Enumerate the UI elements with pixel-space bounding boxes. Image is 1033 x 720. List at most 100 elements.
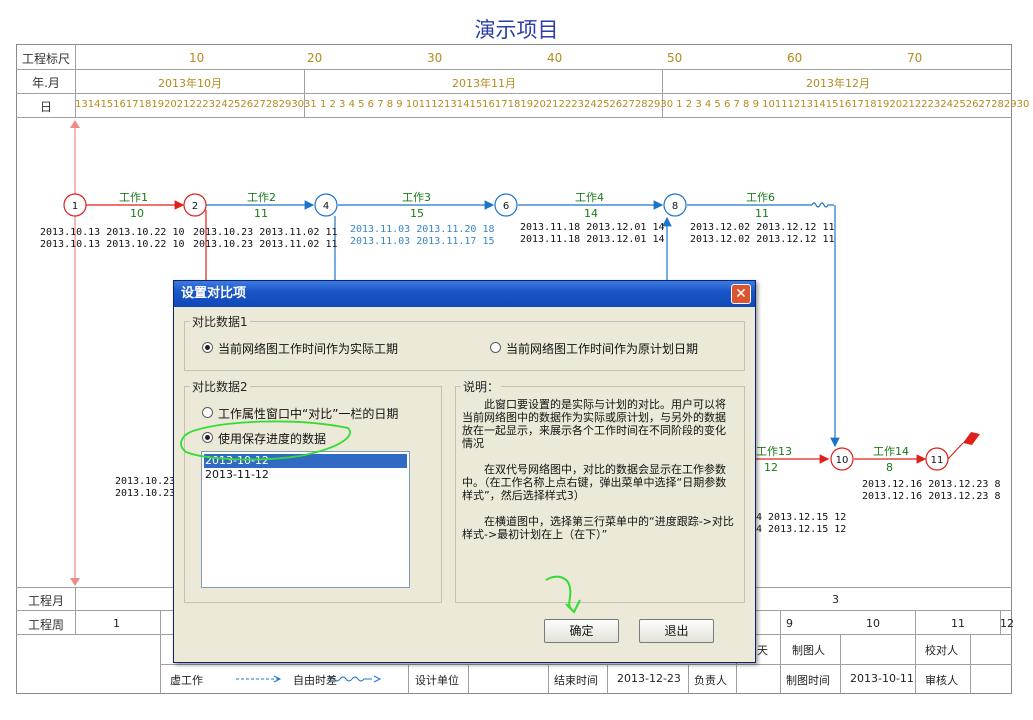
divider [16, 117, 1012, 118]
divider [915, 611, 916, 694]
node-8[interactable]: 8 [663, 193, 687, 217]
reviewer-label: 审核人 [925, 674, 958, 687]
divider [468, 664, 469, 694]
desc-paragraph: 此窗口要设置的是实际与计划的对比。用户可以将当前网络图中的数据作为实际或原计划，… [462, 398, 726, 450]
scale-tick: 10 [189, 51, 205, 65]
finish-flag-icon [963, 432, 980, 445]
divider [840, 634, 841, 694]
task-duration: 12 [764, 461, 778, 474]
saved-progress-list[interactable]: 2013-10-12 2013-11-12 [201, 451, 410, 588]
radio-property-compare[interactable] [202, 407, 213, 418]
task-duration: 10 [130, 207, 144, 220]
node-4[interactable]: 4 [314, 193, 338, 217]
annotation-checkmark [545, 575, 581, 614]
divider [408, 664, 409, 694]
list-item[interactable]: 2013-11-12 [205, 468, 269, 481]
group-compare-data-2 [184, 386, 442, 603]
divider [160, 611, 161, 694]
scale-tick: 70 [907, 51, 923, 65]
scale-tick: 30 [427, 51, 443, 65]
draw-time-label: 制图时间 [786, 674, 830, 687]
radio-saved-progress[interactable] [202, 432, 213, 443]
node-6[interactable]: 6 [494, 193, 518, 217]
radio-as-plan-label[interactable]: 当前网络图工作时间作为原计划日期 [506, 342, 699, 356]
scale-tick: 50 [667, 51, 683, 65]
task-name[interactable]: 工作3 [402, 191, 431, 204]
group-compare-data-1 [184, 321, 745, 371]
week-cell: 10 [866, 617, 880, 630]
radio-property-compare-label[interactable]: 工作属性窗口中“对比”一栏的日期 [218, 407, 399, 421]
node-10[interactable]: 10 [830, 447, 854, 471]
drawer-label: 制图人 [792, 644, 825, 657]
ok-button[interactable]: 确定 [544, 619, 619, 643]
task-name[interactable]: 工作1 [119, 191, 148, 204]
divider [75, 588, 76, 634]
month-label: 2013年11月 [452, 77, 516, 90]
design-unit-label: 设计单位 [415, 674, 459, 687]
divider [160, 664, 1012, 665]
day-unit: 天 [757, 644, 768, 657]
project-title: 演示项目 [474, 18, 559, 42]
radio-as-plan[interactable] [490, 342, 501, 353]
svg-text:2: 2 [192, 201, 198, 212]
task-duration: 11 [755, 207, 769, 220]
divider [16, 69, 1012, 70]
legend-virtual: 虚工作 [170, 674, 203, 687]
task-name[interactable]: 工作13 [756, 445, 792, 458]
group2-label: 对比数据2 [190, 378, 250, 395]
end-time-value: 2013-12-23 [617, 672, 681, 685]
legend-arrowhead [373, 675, 382, 683]
description-text: 此窗口要设置的是实际与计划的对比。用户可以将当前网络图中的数据作为实际或原计划，… [462, 398, 734, 541]
svg-text:4: 4 [323, 201, 329, 212]
group1-label: 对比数据1 [190, 313, 250, 330]
compare-settings-dialog: 设置对比项 ✕ 对比数据1 当前网络图工作时间作为实际工期 当前网络图工作时间作… [173, 280, 756, 663]
list-item[interactable]: 2013-10-12 [203, 453, 408, 469]
day-row: 13141516171819202122232425262728293031 1… [75, 99, 1029, 110]
close-button[interactable]: ✕ [731, 284, 751, 304]
divider [607, 664, 608, 694]
scale-tick: 40 [547, 51, 563, 65]
node-1[interactable]: 1 [63, 193, 87, 217]
divider [688, 664, 689, 694]
dialog-title[interactable]: 设置对比项 [174, 281, 755, 307]
divider [736, 634, 737, 694]
task-name[interactable]: 工作14 [873, 445, 909, 458]
divider [970, 634, 971, 694]
svg-text:6: 6 [503, 201, 509, 212]
checker-label: 校对人 [925, 644, 958, 657]
end-time-label: 结束时间 [554, 674, 598, 687]
month-cell: 3 [832, 593, 839, 606]
radio-saved-progress-label[interactable]: 使用保存进度的数据 [218, 432, 327, 446]
task-duration: 11 [254, 207, 268, 220]
task-name[interactable]: 工作4 [575, 191, 604, 204]
exit-button[interactable]: 退出 [639, 619, 714, 643]
divider [780, 611, 781, 694]
month-label: 2013年10月 [158, 77, 222, 90]
svg-text:10: 10 [836, 455, 849, 466]
legend-float: 自由时差 [293, 674, 337, 687]
row-label-month: 年.月 [32, 76, 60, 90]
draw-time-value: 2013-10-11 [850, 672, 914, 685]
divider [16, 93, 1012, 94]
node-11[interactable]: 11 [925, 447, 949, 471]
legend-lines [236, 675, 382, 683]
month-label: 2013年12月 [806, 77, 870, 90]
row-label-scale: 工程标尺 [21, 52, 70, 66]
divider [304, 70, 305, 117]
divider [1000, 611, 1001, 634]
radio-as-actual[interactable] [202, 342, 213, 353]
days-december: 1 2 3 4 5 6 7 8 9 1011121314151617181920… [676, 99, 1030, 110]
description-box [455, 386, 745, 603]
node-2[interactable]: 2 [183, 193, 207, 217]
task-name[interactable]: 工作6 [746, 191, 775, 204]
row-label-day: 日 [39, 100, 52, 114]
chart-frame [16, 44, 1012, 694]
radio-as-actual-label[interactable]: 当前网络图工作时间作为实际工期 [218, 342, 399, 356]
task-name[interactable]: 工作2 [247, 191, 276, 204]
